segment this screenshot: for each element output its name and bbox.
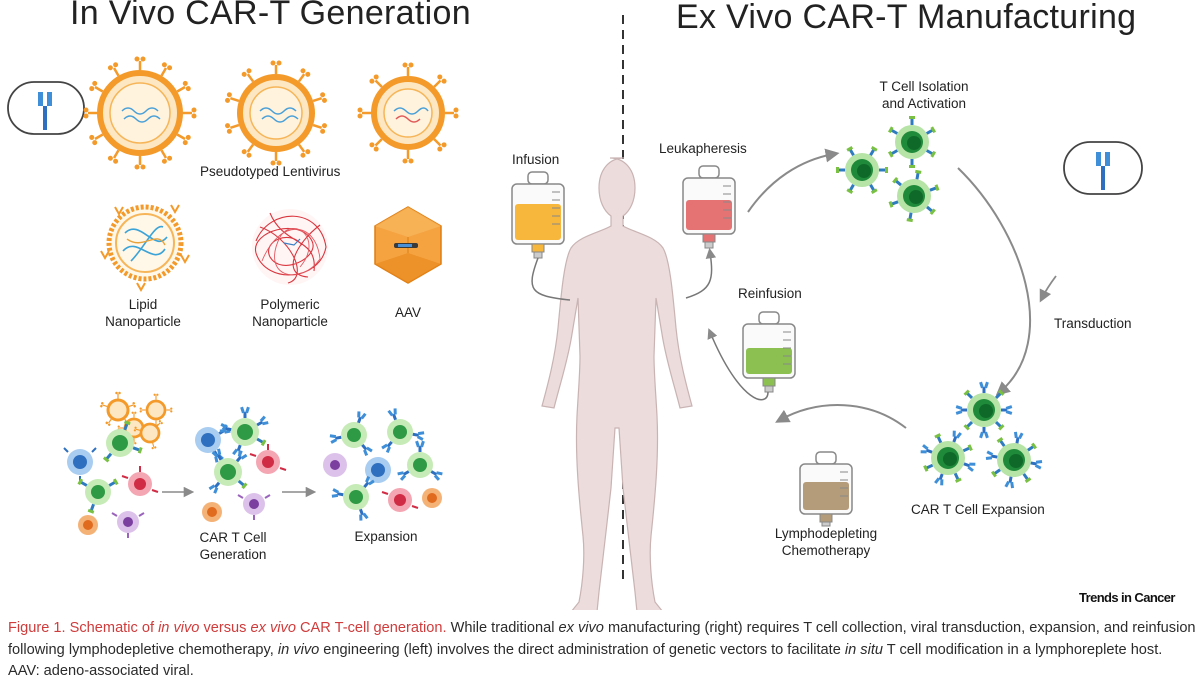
label-transduction: Transduction xyxy=(1054,316,1132,331)
label-lipid-nanoparticle: Lipid Nanoparticle xyxy=(98,296,188,330)
label-car-t-cell-expansion: CAR T Cell Expansion xyxy=(911,502,1045,517)
label-infusion: Infusion xyxy=(512,152,560,167)
diagram-canvas xyxy=(7,15,1143,610)
arrow-to-isolation xyxy=(747,148,840,213)
isolated-t-cells-cluster xyxy=(836,116,940,223)
caption-title-d: ex vivo xyxy=(250,620,296,636)
label-polymeric-line1: Polymeric xyxy=(260,297,320,312)
lentivirus-icon-2 xyxy=(223,59,329,167)
label-aav: AAV xyxy=(394,305,421,320)
label-lipid-line2: Nanoparticle xyxy=(105,314,181,329)
label-car-t-cell-generation: CAR T Cell Generation xyxy=(193,529,273,563)
leukapheresis-line xyxy=(685,247,717,299)
journal-brand-logo: Trends in Cancer xyxy=(1079,590,1175,605)
figure-caption: Figure 1. Schematic of in vivo versus ex… xyxy=(8,618,1196,683)
aav-icon xyxy=(374,206,442,284)
car-t-expansion-cluster xyxy=(919,381,1043,489)
label-isolation-line1: T Cell Isolation xyxy=(879,79,969,94)
caption-text-1: While traditional xyxy=(446,620,559,636)
expansion-cells xyxy=(323,407,444,522)
reinfusion-line xyxy=(707,328,769,401)
arrow-to-expansion-right xyxy=(957,167,1032,396)
label-isolation-line2: and Activation xyxy=(881,96,967,111)
label-polymeric-nanoparticle: Polymeric Nanoparticle xyxy=(244,296,336,330)
polymeric-nanoparticle-icon xyxy=(252,209,328,285)
caption-text-6: in situ xyxy=(844,641,884,658)
in-vivo-heading: In Vivo CAR-T Generation xyxy=(70,0,471,32)
human-body-silhouette xyxy=(541,157,693,610)
reinfusion-bag-icon xyxy=(742,311,796,393)
caption-text-3: manufacturing (right) requires T cell co… xyxy=(8,620,1196,658)
caption-title-a: Figure 1. Schematic of xyxy=(8,620,159,636)
caption-text-7: T cell modification in a lymphoreplete h… xyxy=(8,641,1163,680)
leukapheresis-bag-icon xyxy=(682,165,736,249)
label-polymeric-line2: Nanoparticle xyxy=(252,314,328,329)
label-lympho-line1: Lymphodepleting xyxy=(774,526,878,541)
caption-title: Figure 1. Schematic of in vivo versus ex… xyxy=(8,620,447,636)
label-lipid-line1: Lipid xyxy=(128,297,158,312)
ex-vivo-heading: Ex Vivo CAR-T Manufacturing xyxy=(676,0,1137,36)
car-vector-plasmid-icon xyxy=(7,81,85,135)
label-reinfusion: Reinfusion xyxy=(738,286,802,301)
lentivirus-icon-3 xyxy=(356,61,460,165)
label-leukapheresis: Leukapheresis xyxy=(659,141,747,156)
infusion-bag-icon xyxy=(511,171,565,259)
label-t-cell-isolation: T Cell Isolation and Activation xyxy=(868,78,980,112)
car-t-generation-cells xyxy=(195,406,287,522)
host-cells-cluster xyxy=(63,391,173,538)
lentivirus-icon-1 xyxy=(82,55,198,171)
label-pseudotyped-lentivirus: Pseudotyped Lentivirus xyxy=(200,164,341,179)
car-vector-plasmid-icon-right xyxy=(1063,141,1143,195)
caption-text-4: in vivo xyxy=(277,641,320,658)
caption-title-c: versus xyxy=(199,620,251,636)
caption-title-e: CAR T-cell generation. xyxy=(295,620,447,636)
label-car-gen-line1: CAR T Cell xyxy=(199,530,267,545)
label-lymphodepleting-chemotherapy: Lymphodepleting Chemotherapy xyxy=(760,525,892,559)
label-car-gen-line2: Generation xyxy=(199,547,267,562)
arrow-to-lymphodepletion xyxy=(775,404,907,429)
infusion-line xyxy=(531,257,571,301)
caption-text-2: ex vivo xyxy=(558,620,604,636)
caption-title-b: in vivo xyxy=(158,620,200,636)
label-expansion: Expansion xyxy=(354,529,418,544)
chemotherapy-bag-icon xyxy=(799,451,853,527)
label-lympho-line2: Chemotherapy xyxy=(781,543,871,558)
transduction-arrow xyxy=(1039,275,1057,303)
caption-text-5: engineering (left) involves the direct a… xyxy=(319,641,845,658)
lipid-nanoparticle-icon xyxy=(100,204,190,293)
